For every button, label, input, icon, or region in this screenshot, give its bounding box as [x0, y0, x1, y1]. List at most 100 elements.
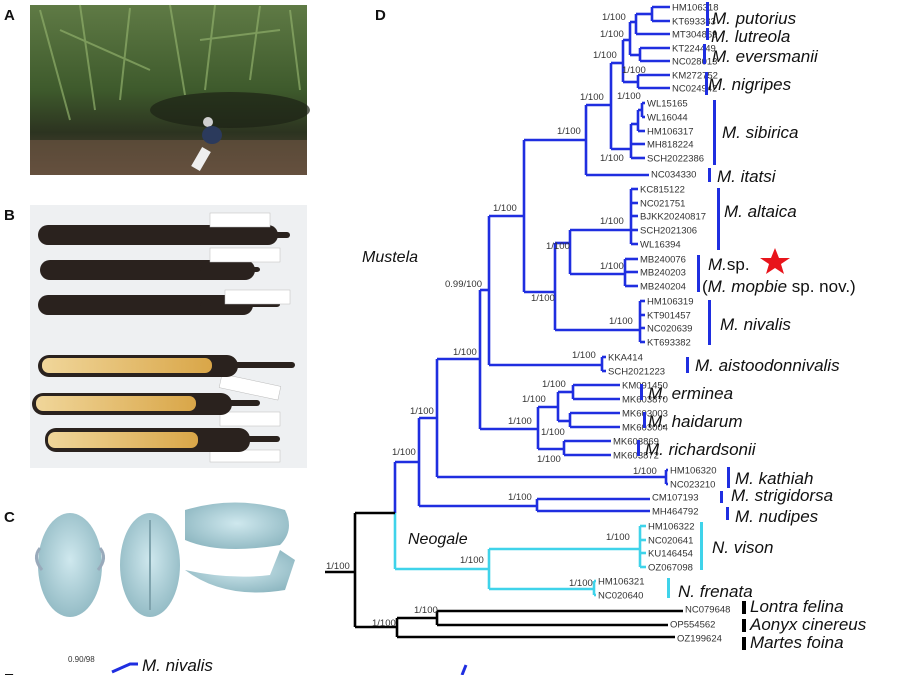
- support-value: 1/100: [633, 466, 657, 477]
- panel-e-species: M. nivalis: [142, 656, 213, 675]
- species-bar: [700, 522, 703, 570]
- support-value: 1/100: [622, 65, 646, 76]
- species-bar: [717, 188, 720, 250]
- tip-label: NC020641: [648, 536, 693, 547]
- support-value: 1/100: [493, 203, 517, 214]
- tip-label: HM106322: [648, 522, 694, 533]
- support-value: 1/100: [453, 347, 477, 358]
- paren: (: [702, 277, 708, 296]
- support-value: 1/100: [541, 427, 565, 438]
- tip-label: HM106320: [670, 466, 716, 477]
- species-label: M. strigidorsa: [731, 486, 833, 505]
- new-species-suffix: sp. nov.): [787, 277, 856, 296]
- panel-e-branch: [111, 662, 138, 674]
- species-bar: [708, 168, 711, 182]
- tip-label: NC021751: [640, 199, 685, 210]
- species-bar: [726, 507, 729, 520]
- species-bar: [703, 44, 706, 64]
- tip-label: NC020639: [647, 324, 692, 335]
- species-label: N. vison: [712, 538, 773, 557]
- tip-label: NC028013: [672, 57, 717, 68]
- tip-label: WL15165: [647, 99, 688, 110]
- tip-label: KT693383: [672, 17, 716, 28]
- support-value: 1/100: [617, 91, 641, 102]
- species-label: Lontra felina: [750, 597, 844, 616]
- support-value: 1/100: [522, 394, 546, 405]
- genus-label-mustela: Mustela: [362, 249, 418, 266]
- specimen-pelts-photo: [30, 205, 307, 468]
- species-bar: [742, 601, 746, 614]
- new-species-sp: sp.: [727, 255, 750, 274]
- support-value: 1/100: [600, 216, 624, 227]
- panel-label-e: E: [4, 671, 14, 675]
- tip-label: SCH2022386: [647, 154, 704, 165]
- species-bars: [637, 2, 746, 650]
- species-label: M. itatsi: [717, 167, 777, 186]
- panel-label-d: D: [375, 7, 386, 24]
- species-label: M. putorius: [712, 9, 797, 28]
- support-value: 1/100: [569, 578, 593, 589]
- tip-label: OP554562: [670, 620, 715, 631]
- species-label: M. nigripes: [708, 75, 792, 94]
- support-value: 1/100: [392, 447, 416, 458]
- species-label: M. erminea: [648, 384, 733, 403]
- tip-label: MK603869: [613, 437, 659, 448]
- support-value: 1/100: [546, 241, 570, 252]
- support-value: 1/100: [600, 261, 624, 272]
- species-label: M. aistoodonnivalis: [695, 356, 840, 375]
- support-values: 1/100 1/100 1/100 1/100 1/100 1/100 1/100 1/100…: [326, 12, 657, 629]
- support-value: 1/100: [414, 605, 438, 616]
- panel-label-a: A: [4, 7, 15, 24]
- species-label: Aonyx cinereus: [749, 615, 867, 634]
- person: [202, 126, 222, 144]
- species-bar: [706, 2, 709, 26]
- support-value: 1/100: [542, 379, 566, 390]
- species-bar: [637, 440, 640, 456]
- support-value: 1/100: [600, 29, 624, 40]
- tip-label: MB240203: [640, 268, 686, 279]
- support-value: 1/100: [372, 618, 396, 629]
- tip-label: SCH2021223: [608, 367, 665, 378]
- tip-label: MB240076: [640, 255, 686, 266]
- tip-label: MB240204: [640, 282, 686, 293]
- tip-label: HM106318: [672, 3, 718, 14]
- support-value: 0.99/100: [445, 279, 482, 290]
- support-value: 1/100: [410, 406, 434, 417]
- species-bar: [686, 357, 689, 373]
- tip-label: BJKK20240817: [640, 212, 706, 223]
- tip-label: MK603870: [622, 395, 668, 406]
- person-head: [203, 117, 213, 127]
- new-species-label: M.sp.: [708, 255, 750, 274]
- new-species-genus: M.: [708, 255, 727, 274]
- species-label: M. altaica: [724, 202, 797, 221]
- tip-label: HM106319: [647, 297, 693, 308]
- species-bar: [742, 637, 746, 650]
- tip-label: MH818224: [647, 140, 693, 151]
- tip-label: NC024942: [672, 84, 717, 95]
- new-species-name: (M. mopbie sp. nov.): [702, 277, 856, 296]
- species-label: Martes foina: [750, 633, 844, 652]
- species-label: M. nudipes: [735, 507, 819, 526]
- tip-label: KKA414: [608, 353, 643, 364]
- tip-label: KM091450: [622, 381, 668, 392]
- species-bar: [713, 100, 716, 165]
- support-value: 1/100: [602, 12, 626, 23]
- species-bar: [742, 619, 746, 632]
- species-bar: [708, 300, 711, 345]
- tip-label: MK603872: [613, 451, 659, 462]
- support-value: 1/100: [508, 492, 532, 503]
- species-label: M. lutreola: [711, 27, 790, 46]
- species-label: M. eversmanii: [712, 47, 819, 66]
- panel-e-support: 0.90/98: [68, 655, 95, 664]
- species-bar: [705, 72, 708, 95]
- tip-label: KT901457: [647, 311, 691, 322]
- panel-label-b: B: [4, 207, 15, 224]
- tip-label: KC815122: [640, 185, 685, 196]
- new-species-binomial: M. mopbie: [708, 277, 787, 296]
- tip-label: MH464792: [652, 507, 698, 518]
- skull-photo: [35, 502, 295, 617]
- tip-label: KU146454: [648, 549, 693, 560]
- panel-e-branch-2: [460, 664, 468, 675]
